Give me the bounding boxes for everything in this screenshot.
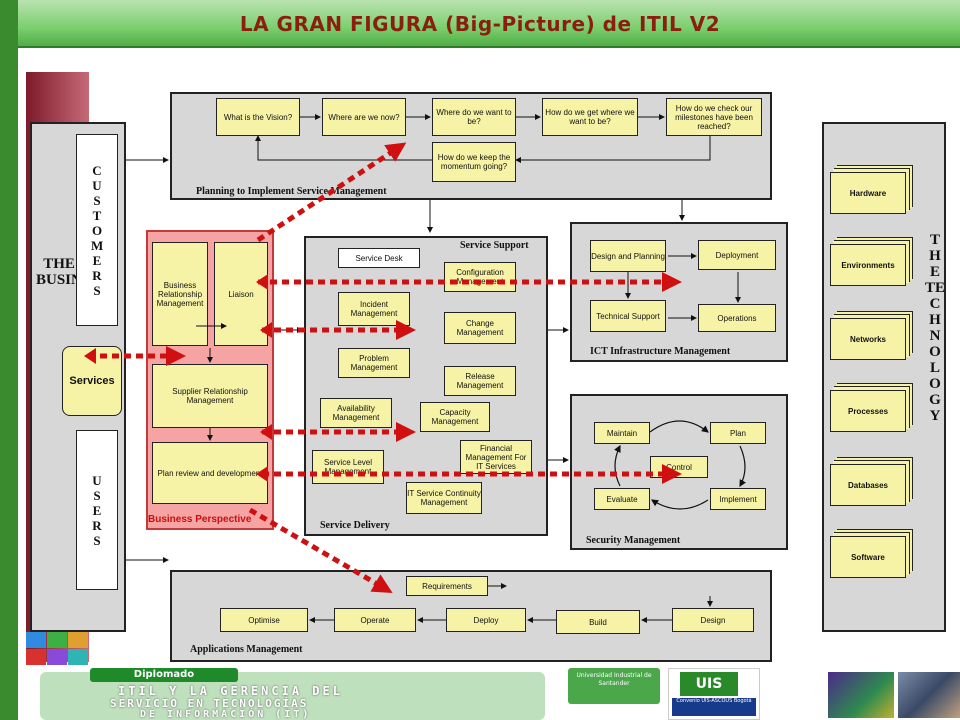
decorative-image-2	[898, 672, 960, 718]
footer-line-3: DE INFORMACIÓN (IT)	[140, 709, 312, 720]
puzzle-icon	[26, 632, 88, 665]
continuity-box: IT Service Continuity Management	[406, 482, 482, 514]
requirements-box: Requirements	[406, 576, 488, 596]
convenio-label: Convenio UIS-ASCOUS Bogotá	[672, 698, 756, 716]
planning-step-how: How do we get where we want to be?	[542, 98, 638, 136]
optimise-box: Optimise	[220, 608, 308, 632]
customers-box: CUSTOMERS	[76, 134, 118, 326]
security-label: Security Management	[586, 535, 681, 546]
technology-label: THE TECHNOLOGY	[925, 232, 946, 424]
tech-item-networks: Networks	[830, 318, 906, 360]
design-box: Design	[672, 608, 754, 632]
availability-box: Availability Management	[320, 398, 392, 428]
change-box: Change Management	[444, 312, 516, 344]
page-title: LA GRAN FIGURA (Big-Picture) de ITIL V2	[239, 12, 721, 36]
planning-step-momentum: How do we keep the momentum going?	[432, 142, 516, 182]
planning-step-check: How do we check our milestones have been…	[666, 98, 762, 136]
decorative-image-1	[828, 672, 894, 718]
supplier-box: Supplier Relationship Management	[152, 364, 268, 428]
planning-step-want: Where do we want to be?	[432, 98, 516, 136]
plan-review-box: Plan review and development	[152, 442, 268, 504]
footer-line-2: SERVICIO EN TECNOLOGÍAS	[110, 697, 309, 710]
deployment-box: Deployment	[698, 240, 776, 270]
problem-box: Problem Management	[338, 348, 410, 378]
design-planning-box: Design and Planning	[590, 240, 666, 272]
build-box: Build	[556, 610, 640, 634]
evaluate-box: Evaluate	[594, 488, 650, 510]
users-box: USERS	[76, 430, 118, 590]
operations-box: Operations	[698, 304, 776, 332]
release-box: Release Management	[444, 366, 516, 396]
implement-box: Implement	[710, 488, 766, 510]
planning-label: Planning to Implement Service Management	[196, 186, 387, 197]
tech-item-processes: Processes	[830, 390, 906, 432]
tech-item-databases: Databases	[830, 464, 906, 506]
operate-box: Operate	[334, 608, 416, 632]
university-logo: Universidad Industrial de Santander	[568, 668, 660, 704]
maintain-box: Maintain	[594, 422, 650, 444]
capacity-box: Capacity Management	[420, 402, 490, 432]
ict-label: ICT Infrastructure Management	[590, 346, 731, 357]
tech-item-environments: Environments	[830, 244, 906, 286]
technical-support-box: Technical Support	[590, 300, 666, 332]
left-accent-strip	[0, 0, 18, 720]
footer-line-1: ITIL Y LA GERENCIA DEL	[118, 684, 343, 698]
deploy-box: Deploy	[446, 608, 526, 632]
tech-item-hardware: Hardware	[830, 172, 906, 214]
applications-label: Applications Management	[190, 644, 303, 655]
uis-logo: UIS	[680, 672, 738, 696]
service-support-label: Service Support	[460, 240, 529, 251]
planning-step-now: Where are we now?	[322, 98, 406, 136]
financial-box: Financial Management For IT Services	[460, 440, 532, 474]
brm-box: Business Relationship Management	[152, 242, 208, 346]
business-perspective-label: Business Perspective	[148, 514, 252, 525]
diplomado-tab: Diplomado	[90, 668, 238, 682]
planning-step-vision: What is the Vision?	[216, 98, 300, 136]
service-desk-box: Service Desk	[338, 248, 420, 268]
service-delivery-label: Service Delivery	[320, 520, 390, 531]
header-bar	[18, 0, 960, 48]
plan-box: Plan	[710, 422, 766, 444]
tech-item-software: Software	[830, 536, 906, 578]
